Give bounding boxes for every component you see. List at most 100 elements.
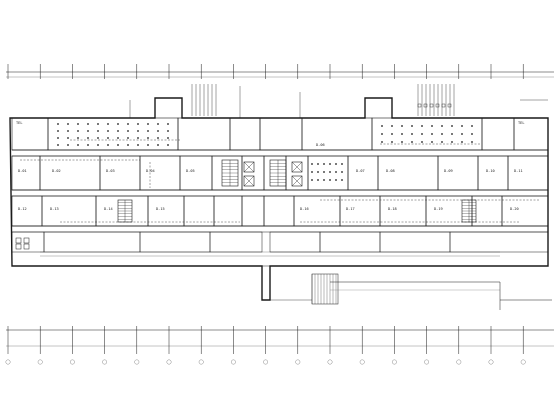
fire-detector-icon bbox=[451, 141, 453, 143]
grid-axis-bubble-icon bbox=[198, 359, 204, 365]
fire-detector-icon bbox=[335, 163, 337, 165]
room-label: D-10 bbox=[486, 169, 495, 173]
shaft-marker bbox=[23, 243, 30, 250]
fire-detector-icon bbox=[147, 130, 149, 132]
room-label: D-04 bbox=[146, 169, 155, 173]
fire-detector-icon bbox=[57, 130, 59, 132]
room-outline bbox=[263, 195, 295, 227]
building-walls bbox=[9, 97, 549, 301]
room-outline bbox=[213, 195, 243, 227]
fire-detector-icon bbox=[117, 144, 119, 146]
fire-detector-icon bbox=[137, 123, 139, 125]
fire-detector-icon bbox=[87, 144, 89, 146]
shaft-marker bbox=[23, 237, 30, 244]
room-outline bbox=[339, 195, 381, 227]
elevator-icon bbox=[291, 161, 303, 173]
fire-detector-icon bbox=[117, 137, 119, 139]
fire-detector-icon bbox=[341, 179, 343, 181]
fire-detector-icon bbox=[471, 141, 473, 143]
fire-detector-icon bbox=[411, 125, 413, 127]
valve-marker bbox=[417, 103, 422, 108]
fire-detector-icon bbox=[107, 144, 109, 146]
fire-detector-icon bbox=[441, 141, 443, 143]
axis-grid bbox=[5, 64, 554, 365]
room-outline bbox=[43, 231, 141, 253]
room-outline bbox=[139, 155, 181, 191]
fire-detector-icon bbox=[401, 125, 403, 127]
fire-detector-icon bbox=[97, 130, 99, 132]
elevator-cross bbox=[243, 175, 255, 187]
fire-detector-icon bbox=[431, 125, 433, 127]
fire-detector-icon bbox=[77, 123, 79, 125]
fire-detector-icon bbox=[67, 137, 69, 139]
fire-detector-icon bbox=[381, 141, 383, 143]
fire-detector-icon bbox=[451, 133, 453, 135]
room-outline bbox=[259, 117, 303, 151]
fire-detector-icon bbox=[323, 179, 325, 181]
room-label: D-14 bbox=[104, 207, 113, 211]
grid-axis-bubble-icon bbox=[134, 359, 140, 365]
room-outline bbox=[449, 231, 549, 253]
valve-marker bbox=[441, 103, 446, 108]
room-outline bbox=[11, 155, 41, 191]
grid-axis-bubble-icon bbox=[520, 359, 526, 365]
room-label: D-18 bbox=[388, 207, 397, 211]
fire-detector-icon bbox=[317, 163, 319, 165]
fire-detector-icon bbox=[87, 130, 89, 132]
ramp-outline bbox=[261, 265, 271, 301]
fire-detector-icon bbox=[461, 141, 463, 143]
room-outline bbox=[39, 155, 101, 191]
fire-detector-icon bbox=[77, 137, 79, 139]
room-outline bbox=[301, 117, 373, 151]
fire-detector-icon bbox=[329, 179, 331, 181]
room-label: D-08 bbox=[386, 169, 395, 173]
fire-detector-icon bbox=[87, 137, 89, 139]
room-outline bbox=[477, 155, 509, 191]
fire-detector-icon bbox=[137, 130, 139, 132]
fire-detector-icon bbox=[391, 133, 393, 135]
elevator-icon bbox=[243, 175, 255, 187]
fire-detector-icon bbox=[77, 130, 79, 132]
grid-axis-bubble-icon bbox=[359, 359, 365, 365]
fire-detector-icon bbox=[117, 130, 119, 132]
fire-detector-icon bbox=[441, 133, 443, 135]
plan-details bbox=[15, 84, 552, 310]
fire-detector-icon bbox=[147, 137, 149, 139]
room-outline bbox=[177, 117, 231, 151]
room-outline bbox=[285, 155, 309, 191]
fire-detector-icon bbox=[341, 163, 343, 165]
grid-axis-bubble-icon bbox=[456, 359, 462, 365]
room-outline bbox=[293, 195, 341, 227]
fire-detector-icon bbox=[411, 133, 413, 135]
room-outline bbox=[229, 117, 261, 151]
elevator-cross bbox=[243, 161, 255, 173]
fire-detector-icon bbox=[335, 171, 337, 173]
fire-detector-icon bbox=[107, 137, 109, 139]
fire-detector-icon bbox=[137, 144, 139, 146]
fire-detector-icon bbox=[157, 130, 159, 132]
room-label: D-07 bbox=[356, 169, 365, 173]
fire-detector-icon bbox=[147, 123, 149, 125]
exterior-wall bbox=[9, 97, 549, 301]
fire-detector-icon bbox=[167, 130, 169, 132]
room-label: D-01 bbox=[18, 169, 27, 173]
room-outline bbox=[11, 195, 43, 227]
grid-axis-bubble-icon bbox=[102, 359, 108, 365]
fire-detector-icon bbox=[317, 171, 319, 173]
room-outline bbox=[347, 155, 379, 191]
grid-axis-bubble-icon bbox=[166, 359, 172, 365]
fire-detector-icon bbox=[57, 144, 59, 146]
fire-detector-icon bbox=[451, 125, 453, 127]
grid-axis-bubble-icon bbox=[488, 359, 494, 365]
fire-detector-icon bbox=[97, 137, 99, 139]
room-outline bbox=[41, 195, 97, 227]
fire-detector-icon bbox=[107, 130, 109, 132]
fire-detector-icon bbox=[421, 125, 423, 127]
room-label: D-20 bbox=[510, 207, 519, 211]
fire-detector-icon bbox=[311, 179, 313, 181]
fire-detector-icon bbox=[391, 125, 393, 127]
elevator-cross bbox=[291, 175, 303, 187]
room-outline bbox=[147, 195, 185, 227]
grid-axis-bubble-icon bbox=[295, 359, 301, 365]
fire-detector-icon bbox=[441, 125, 443, 127]
